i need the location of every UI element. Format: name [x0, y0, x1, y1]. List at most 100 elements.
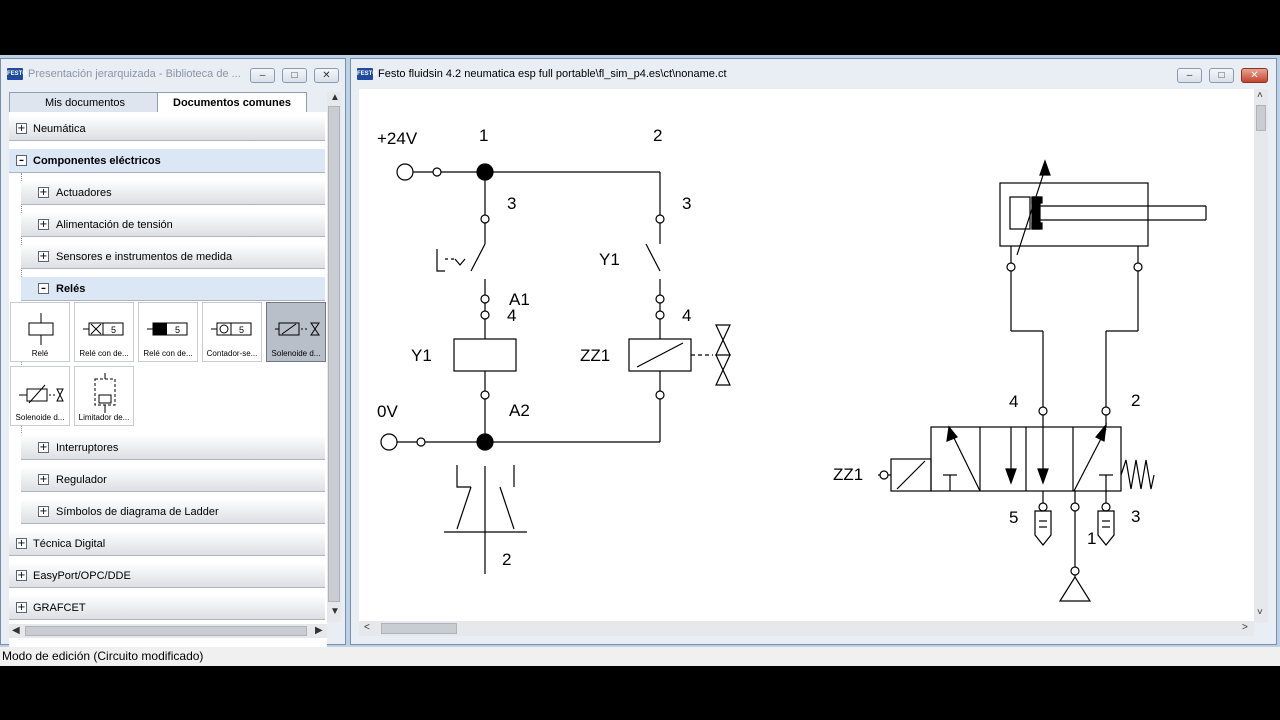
collapse-icon[interactable]: – — [38, 283, 49, 294]
circuit-canvas[interactable]: +24V 1 2 3 3 Y1 A1 4 4 Y1 ZZ1 0V A2 2 ZZ… — [359, 89, 1261, 623]
label-4-left: 4 — [507, 306, 516, 325]
expand-icon[interactable]: + — [38, 506, 49, 517]
festo-logo-icon: FESTO — [7, 68, 27, 80]
label-a1: A1 — [509, 290, 530, 309]
scroll-thumb[interactable] — [381, 623, 457, 634]
limiter-icon — [94, 373, 116, 413]
library-item-solenoide-1[interactable]: Solenoide d... — [266, 302, 326, 362]
library-horizontal-scrollbar[interactable]: ◀ ▶ — [9, 624, 327, 638]
scroll-down-icon[interactable]: ˅ — [1257, 607, 1263, 618]
label-ref-2: 2 — [502, 550, 511, 569]
close-button[interactable]: ✕ — [314, 68, 339, 83]
circuit-titlebar[interactable]: FESTO Festo fluidsin 4.2 neumatica esp f… — [351, 59, 1276, 89]
canvas-vertical-scrollbar[interactable]: ˄ ˅ — [1254, 89, 1268, 623]
tree-item-grafcet[interactable]: + GRAFCET — [9, 596, 325, 620]
scroll-left-icon[interactable]: ◀ — [12, 625, 20, 636]
delay-relay-icon: 5 — [83, 322, 124, 336]
label-contact-3-left: 3 — [507, 194, 516, 213]
label-zz1-valve: ZZ1 — [833, 465, 863, 484]
library-title: Presentación jerarquizada - Biblioteca d… — [28, 68, 241, 80]
label-path-2: 2 — [653, 126, 662, 145]
circuit-drawing: +24V 1 2 3 3 Y1 A1 4 4 Y1 ZZ1 0V A2 2 ZZ… — [377, 126, 1207, 602]
minimize-button[interactable]: – — [250, 68, 275, 83]
label-port-3: 3 — [1131, 507, 1140, 526]
label-4-right: 4 — [682, 306, 691, 325]
scroll-right-icon[interactable]: ▶ — [315, 625, 323, 636]
canvas-horizontal-scrollbar[interactable]: ˂ ˃ — [359, 621, 1254, 636]
solenoid-valve-icon — [275, 322, 320, 336]
label-zz1-coil: ZZ1 — [580, 346, 610, 365]
tab-documentos-comunes[interactable]: Documentos comunes — [157, 92, 307, 112]
expand-icon[interactable]: + — [38, 251, 49, 262]
tree-item-actuadores[interactable]: + Actuadores — [21, 181, 325, 205]
scroll-thumb[interactable] — [25, 626, 307, 636]
tree-item-componentes-electricos[interactable]: – Componentes eléctricos — [9, 149, 325, 173]
library-titlebar[interactable]: FESTO Presentación jerarquizada - Biblio… — [1, 59, 345, 89]
tree-item-easyport[interactable]: + EasyPort/OPC/DDE — [9, 564, 325, 588]
pneumatic-cylinder[interactable] — [999, 182, 1149, 247]
expand-icon[interactable]: + — [38, 474, 49, 485]
circuit-title: Festo fluidsin 4.2 neumatica esp full po… — [378, 68, 727, 80]
relay-coil-y1[interactable] — [453, 338, 517, 372]
pushbutton-contact[interactable] — [470, 243, 486, 272]
delay-relay-icon: 5 — [147, 322, 188, 336]
terminal-positive[interactable] — [396, 163, 414, 181]
tree-item-sensores[interactable]: + Sensores e instrumentos de medida — [21, 245, 325, 269]
tree-item-ladder[interactable]: + Símbolos de diagrama de Ladder — [21, 500, 325, 524]
terminal-ground[interactable] — [380, 433, 398, 451]
expand-icon[interactable]: + — [16, 570, 27, 581]
svg-text:5: 5 — [111, 325, 116, 335]
tree-item-neumatica[interactable]: + Neumática — [9, 117, 325, 141]
expand-icon[interactable]: + — [16, 538, 27, 549]
tree-item-interruptores[interactable]: + Interruptores — [21, 436, 325, 460]
library-item-rele-retardo-1[interactable]: 5 Relé con de... — [74, 302, 134, 362]
tree-item-alimentacion[interactable]: + Alimentación de tensión — [21, 213, 325, 237]
label-port-1: 1 — [1087, 529, 1096, 548]
minimize-button[interactable]: – — [1177, 68, 1202, 83]
library-vertical-scrollbar[interactable]: ▲ ▼ — [327, 92, 341, 622]
expand-icon[interactable]: + — [38, 219, 49, 230]
proportional-solenoid-icon — [19, 384, 64, 404]
library-item-contador[interactable]: 5 Contador-se... — [202, 302, 262, 362]
tree-item-tecnica-digital[interactable]: + Técnica Digital — [9, 532, 325, 556]
label-port-5: 5 — [1009, 508, 1018, 527]
collapse-icon[interactable]: – — [16, 155, 27, 166]
label-plus-24v: +24V — [377, 129, 418, 148]
scroll-up-icon[interactable]: ▲ — [330, 92, 340, 103]
library-item-solenoide-2[interactable]: Solenoide d... — [10, 366, 70, 426]
library-tabs: Mis documentos Documentos comunes — [9, 92, 325, 112]
svg-text:5: 5 — [239, 325, 244, 335]
label-port-2: 2 — [1131, 391, 1140, 410]
svg-text:5: 5 — [175, 325, 180, 335]
library-item-rele-retardo-2[interactable]: 5 Relé con de... — [138, 302, 198, 362]
label-y1-contact: Y1 — [599, 250, 620, 269]
maximize-button[interactable]: □ — [282, 68, 307, 83]
expand-icon[interactable]: + — [16, 602, 27, 613]
scroll-left-icon[interactable]: ˂ — [364, 622, 370, 633]
close-button[interactable]: ✕ — [1241, 68, 1268, 83]
relay-coil-icon — [28, 313, 54, 345]
scroll-thumb[interactable] — [328, 106, 340, 602]
library-item-rele[interactable]: Relé — [10, 302, 70, 362]
expand-icon[interactable]: + — [38, 187, 49, 198]
expand-icon[interactable]: + — [38, 442, 49, 453]
tab-mis-documentos[interactable]: Mis documentos — [9, 92, 161, 112]
label-port-4: 4 — [1009, 392, 1018, 411]
tree-item-regulador[interactable]: + Regulador — [21, 468, 325, 492]
library-item-limitador[interactable]: Limitador de... — [74, 366, 134, 426]
maximize-button[interactable]: □ — [1209, 68, 1234, 83]
library-window: FESTO Presentación jerarquizada - Biblio… — [0, 58, 346, 652]
relay-contact-y1[interactable] — [645, 243, 661, 272]
tree-item-reles[interactable]: – Relés — [21, 277, 325, 301]
scroll-down-icon[interactable]: ▼ — [330, 606, 340, 617]
status-bar: Modo de edición (Circuito modificado) — [0, 647, 1280, 666]
counter-relay-icon: 5 — [211, 322, 252, 336]
library-tree: + Neumática – Componentes eléctricos + A… — [9, 112, 327, 652]
scroll-right-icon[interactable]: ˃ — [1242, 622, 1248, 633]
festo-logo-icon: FESTO — [357, 68, 377, 80]
scroll-thumb[interactable] — [1256, 105, 1266, 131]
label-y1-coil: Y1 — [411, 346, 432, 365]
expand-icon[interactable]: + — [16, 123, 27, 134]
scroll-up-icon[interactable]: ˄ — [1257, 90, 1263, 101]
compressed-air-source[interactable] — [1058, 575, 1092, 602]
